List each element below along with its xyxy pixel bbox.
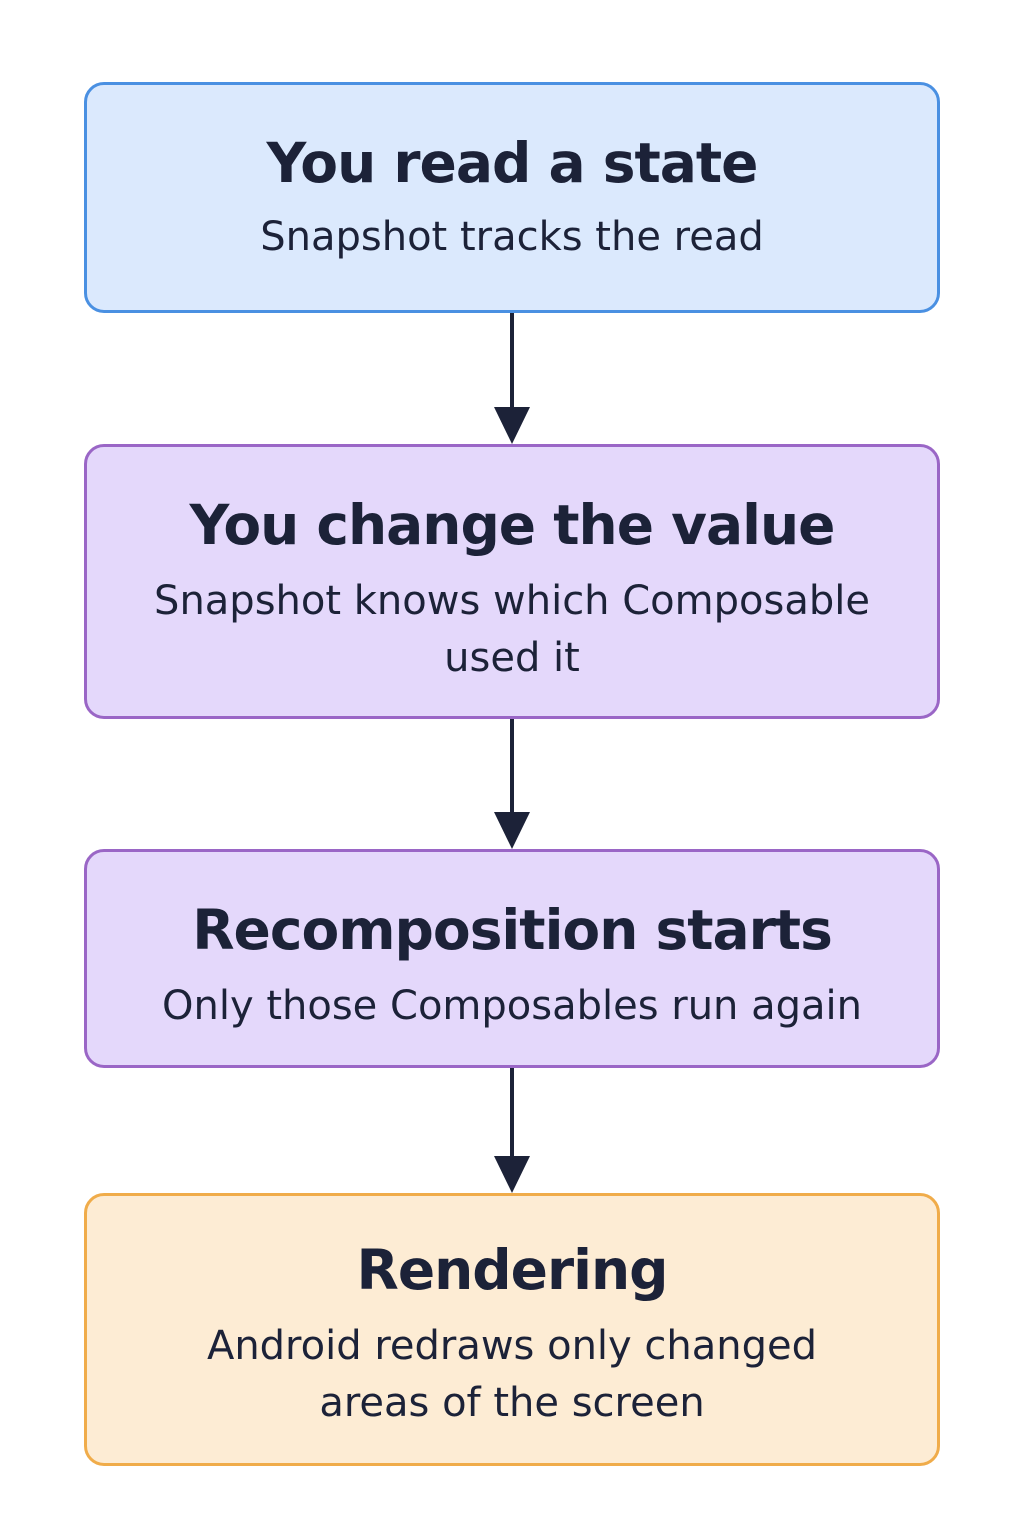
step-rendering-description: Android redraws only changed areas of th…: [206, 1323, 818, 1426]
step-rendering-box: Rendering Android redraws only changed a…: [84, 1193, 940, 1466]
step-recomposition-box: Recomposition starts Only those Composab…: [84, 849, 940, 1068]
step-recomposition-title: Recomposition starts: [192, 898, 833, 962]
flow-arrow-3: [492, 1068, 532, 1193]
step-change-value-box: You change the value Snapshot knows whic…: [84, 444, 940, 719]
step-read-state-title: You read a state: [266, 131, 759, 195]
step-change-value-title: You change the value: [189, 493, 836, 557]
flow-arrow-2: [492, 719, 532, 849]
step-change-value-description: Snapshot knows which Composable used it: [154, 578, 870, 681]
flow-arrow-1: [492, 313, 532, 444]
step-read-state-description: Snapshot tracks the read: [260, 214, 764, 260]
step-rendering-title: Rendering: [356, 1238, 669, 1302]
step-recomposition-description: Only those Composables run again: [162, 983, 862, 1029]
step-read-state-box: You read a state Snapshot tracks the rea…: [84, 82, 940, 313]
